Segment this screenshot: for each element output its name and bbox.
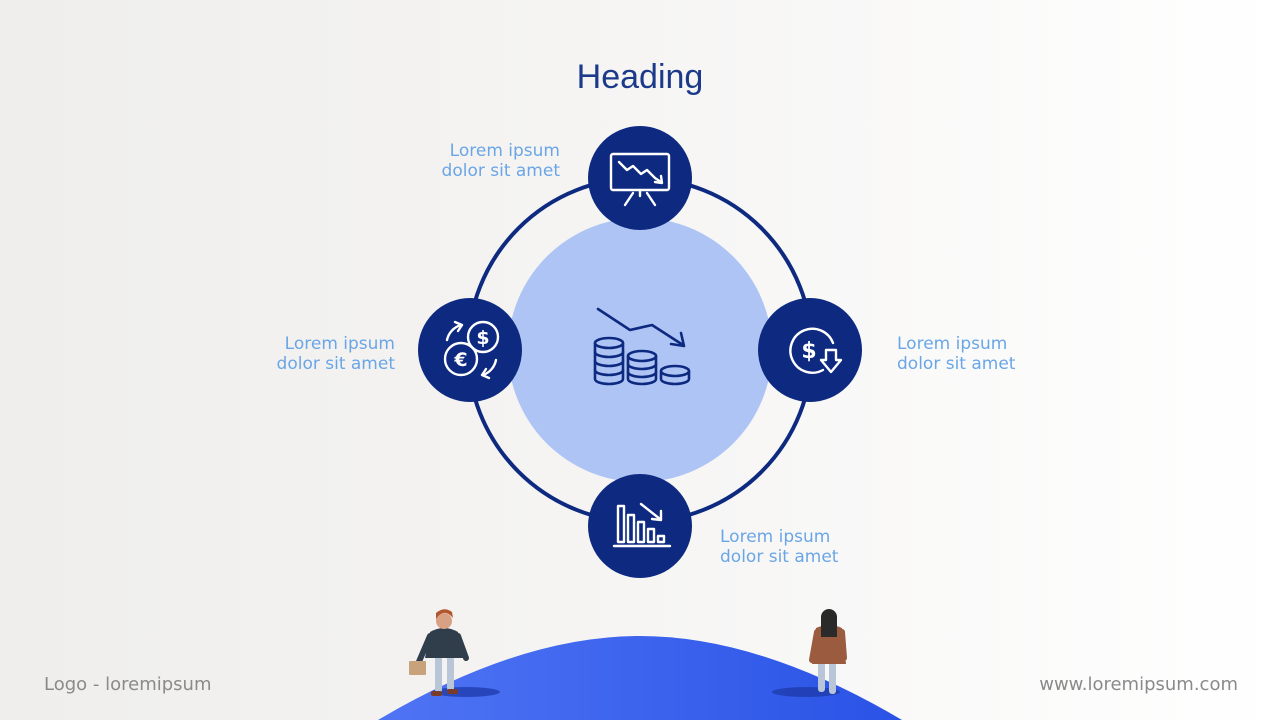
person-left-illustration <box>409 609 500 697</box>
caption-bottom-line1: Lorem ipsum <box>720 527 831 547</box>
dollar-glyph-2: $ <box>801 339 816 364</box>
caption-right: Lorem ipsum dolor sit amet <box>897 334 1077 374</box>
globe <box>378 636 902 720</box>
caption-top: Lorem ipsum dolor sit amet <box>400 141 560 181</box>
currency-exchange-icon <box>443 320 500 380</box>
caption-right-line2: dolor sit amet <box>897 354 1016 374</box>
node-left: $ € <box>418 298 522 402</box>
person-right-illustration <box>772 609 847 697</box>
presentation-chart-down-icon <box>609 152 671 207</box>
euro-glyph: € <box>453 349 467 371</box>
caption-left-line2: dolor sit amet <box>276 354 395 374</box>
footer-website[interactable]: www.loremipsum.com <box>1039 674 1238 695</box>
caption-bottom: Lorem ipsum dolor sit amet <box>720 527 900 567</box>
caption-left-line1: Lorem ipsum <box>284 334 395 354</box>
caption-top-line1: Lorem ipsum <box>449 141 560 161</box>
caption-bottom-line2: dolor sit amet <box>720 547 839 567</box>
node-top <box>588 126 692 230</box>
footer-logo: Logo - loremipsum <box>44 674 212 695</box>
page-title: Heading <box>576 58 704 96</box>
node-bottom <box>588 474 692 578</box>
bar-chart-down-icon <box>612 502 672 548</box>
node-right: $ <box>758 298 862 402</box>
coins-decline-icon <box>593 307 691 386</box>
dollar-glyph: $ <box>476 327 489 349</box>
caption-top-line2: dolor sit amet <box>441 161 560 181</box>
dollar-down-icon <box>789 327 843 374</box>
caption-right-line1: Lorem ipsum <box>897 334 1008 354</box>
caption-left: Lorem ipsum dolor sit amet <box>235 334 395 374</box>
